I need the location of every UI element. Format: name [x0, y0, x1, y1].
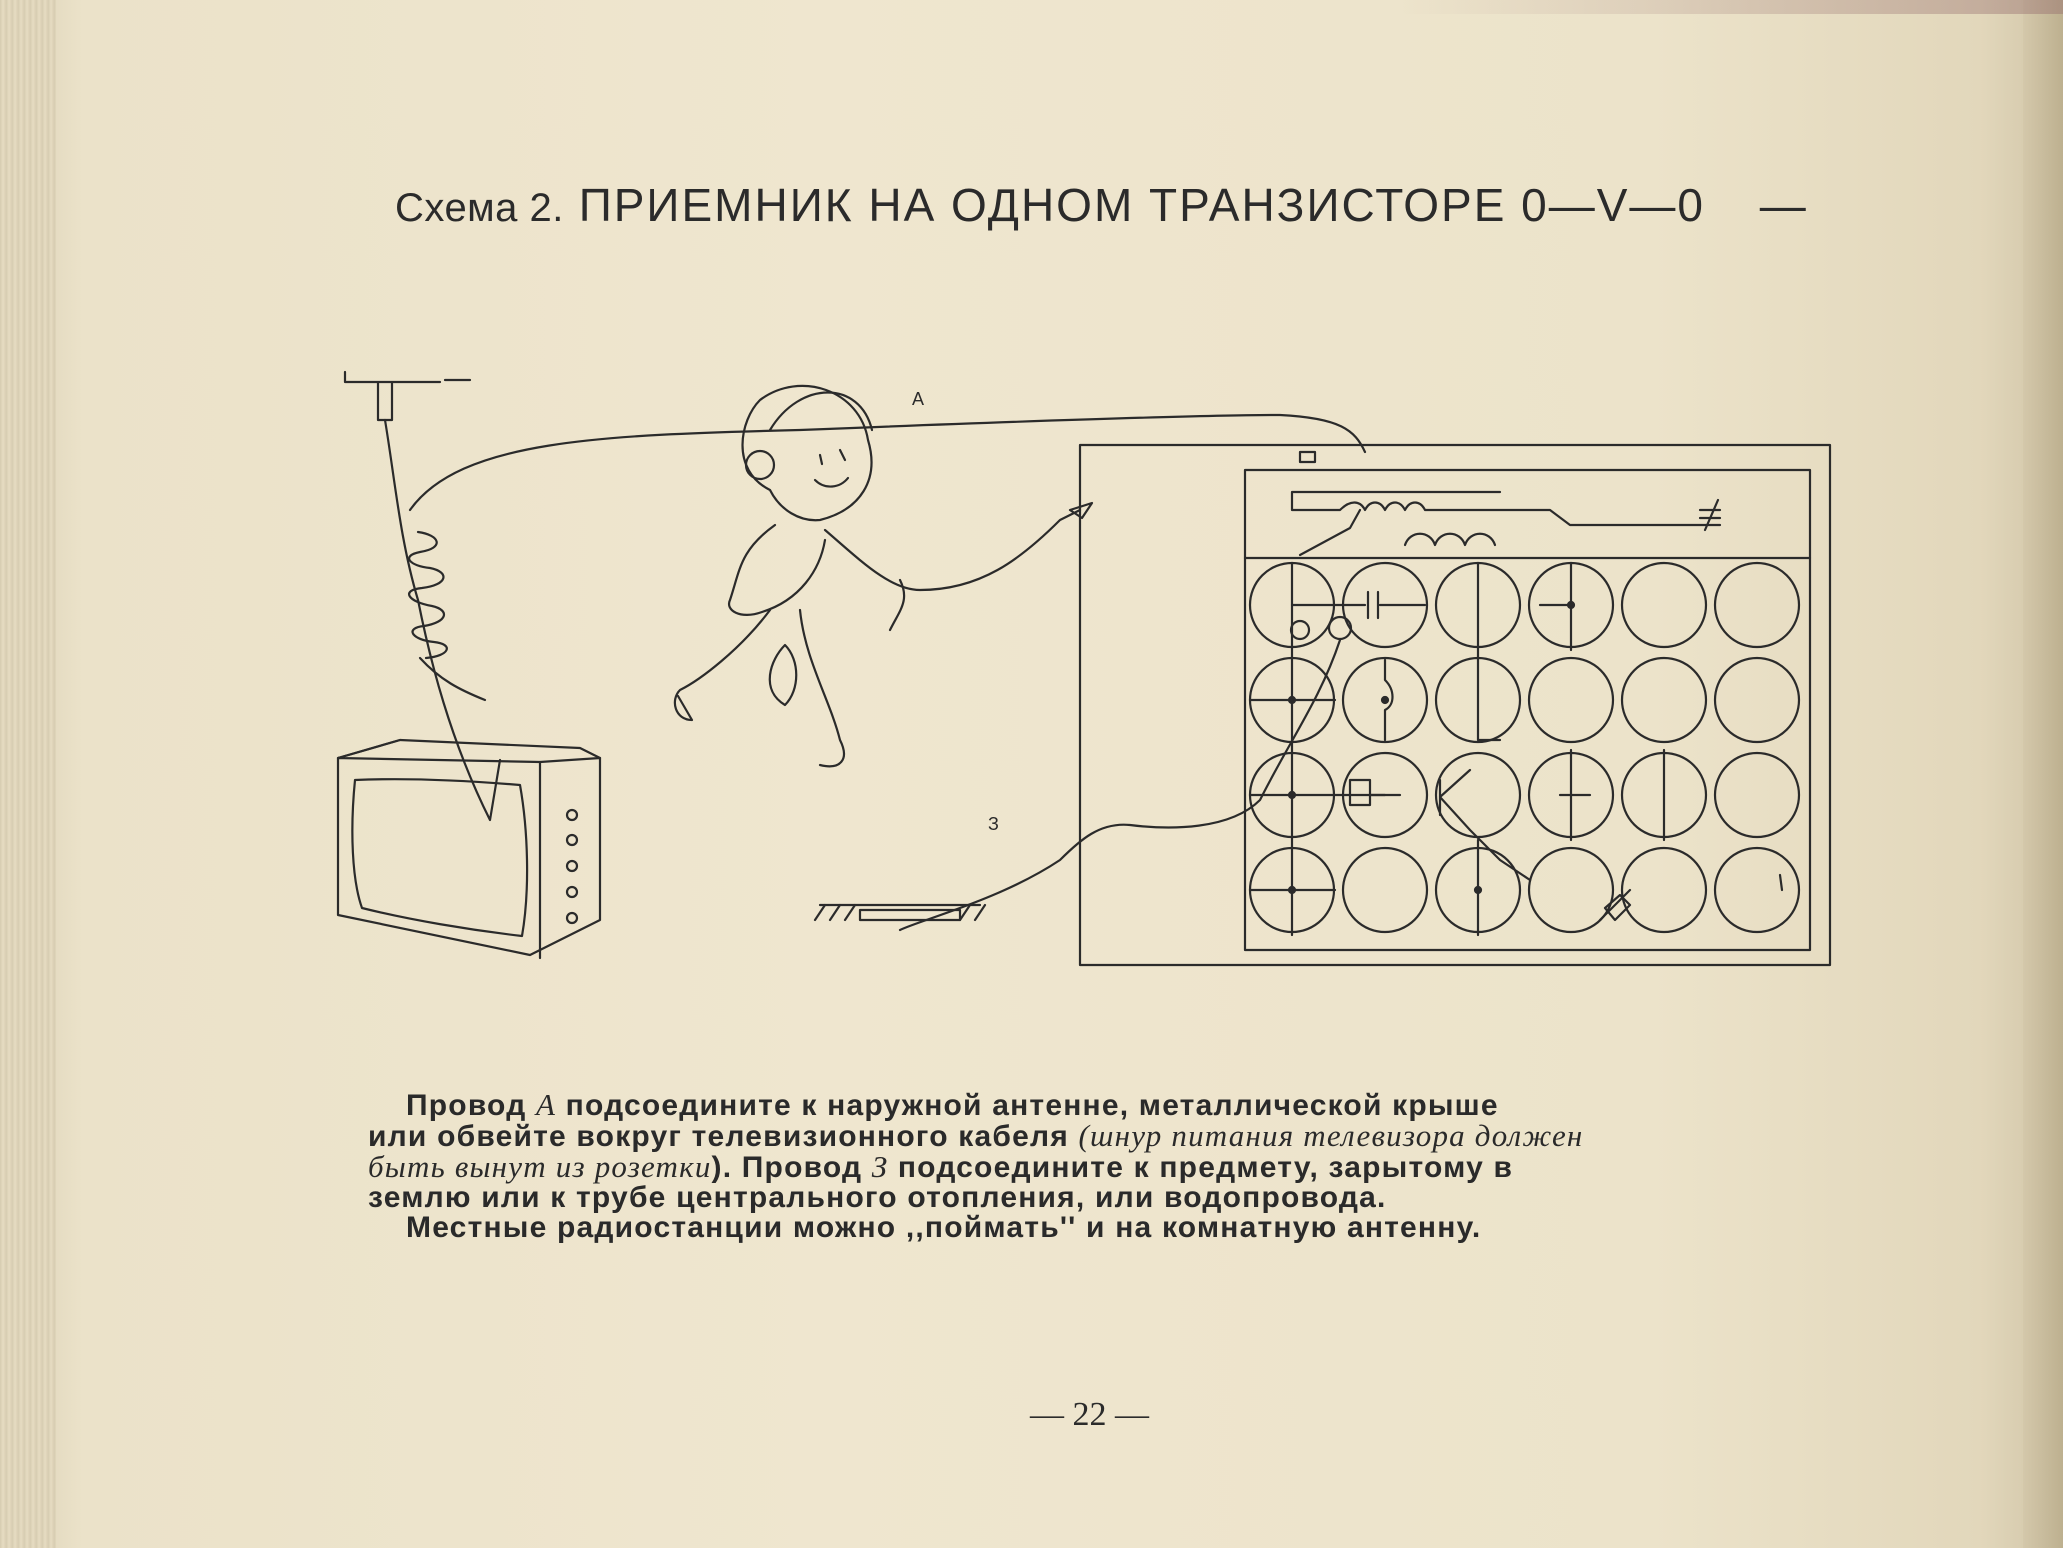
title-main: ПРИЕМНИК НА ОДНОМ ТРАНЗИСТОРЕ 0—V—0: [578, 179, 1706, 231]
text-line-3: быть вынут из розетки). Провод З подсоед…: [368, 1149, 1860, 1184]
receiver-board: З: [898, 443, 1832, 967]
tv-set-icon: [336, 738, 602, 960]
wire-a-ref: А: [535, 1087, 557, 1122]
text-line-1: Провод А подсоедините к наружной антенне…: [368, 1087, 1860, 1122]
wire-a-label: А: [912, 389, 924, 409]
wire-z-ref: З: [871, 1149, 889, 1184]
person-with-headphones-icon: [673, 384, 1094, 768]
page-title: Схема 2. ПРИЕМНИК НА ОДНОМ ТРАНЗИСТОРЕ 0…: [395, 178, 1915, 232]
title-lead: Схема 2.: [395, 186, 564, 230]
text-line-5: Местные радиостанции можно ,,поймать'' и…: [406, 1211, 1482, 1244]
text-line-4: землю или к трубе центрального отопления…: [368, 1181, 1387, 1214]
text-run: или обвейте вокруг телевизионного кабеля: [368, 1120, 1079, 1153]
italic-note: (шнур питания телевизора должен: [1078, 1118, 1584, 1153]
book-gutter: [2023, 0, 2063, 1548]
instruction-paragraph: Провод А подсоедините к наружной антенне…: [368, 1087, 1860, 1244]
antenna-icon: [343, 370, 472, 422]
page-stack-edge: [0, 0, 56, 1548]
ground-plate-icon: [813, 903, 987, 922]
text-run: ). Провод: [711, 1151, 872, 1184]
page-shadow: [1400, 0, 2063, 14]
page-number: — 22 —: [1030, 1396, 1149, 1433]
wire-z-label: З: [988, 814, 999, 834]
text-run: Провод: [406, 1089, 536, 1122]
circuit-illustration: А: [300, 360, 1860, 1020]
breadboard-grid: [1248, 561, 1801, 937]
coil-wire-icon: [383, 413, 1367, 822]
title-trail: —: [1759, 179, 1808, 231]
text-run: подсоедините к предмету, зарытому в: [888, 1151, 1514, 1184]
text-run: подсоедините к наружной антенне, металли…: [556, 1089, 1499, 1122]
text-line-2: или обвейте вокруг телевизионного кабеля…: [368, 1118, 1860, 1153]
italic-note: быть вынут из розетки: [368, 1149, 712, 1184]
